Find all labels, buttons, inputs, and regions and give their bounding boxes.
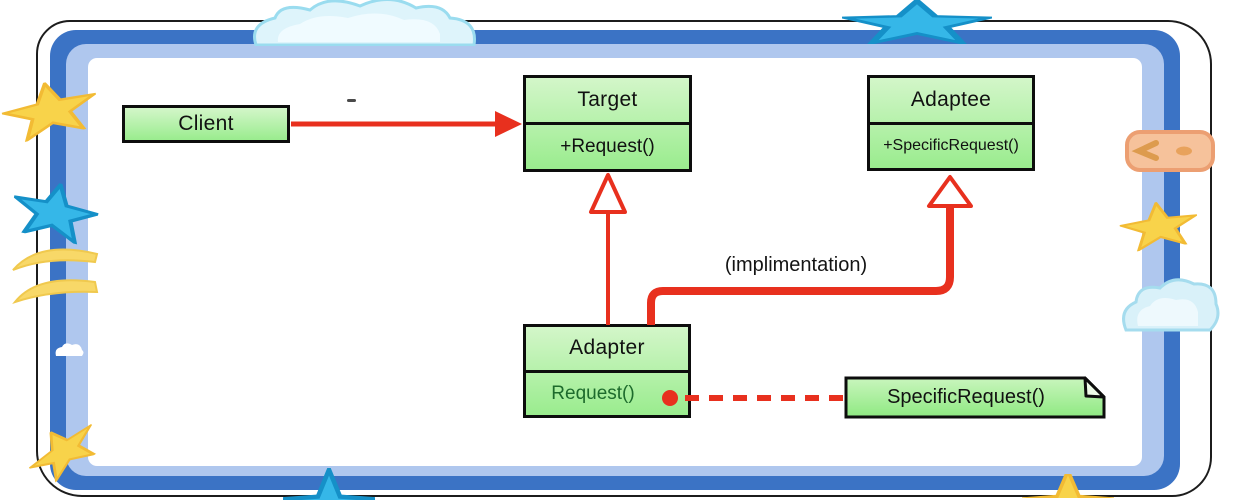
- crescent-icon: [12, 248, 99, 305]
- star-icon: [0, 80, 100, 144]
- dependency-dot-icon: [662, 390, 678, 406]
- cloud-icon: [55, 343, 84, 356]
- star-icon: [10, 180, 103, 247]
- class-client-name: Client: [178, 112, 234, 135]
- generalization-triangle-icon: [589, 173, 627, 214]
- generalization-triangle-icon: [927, 175, 973, 208]
- star-icon: [283, 468, 375, 500]
- adapter-adaptee-elbow-line: [647, 208, 954, 325]
- star-icon: [1117, 200, 1200, 253]
- star-icon: [1022, 474, 1114, 498]
- stray-dash-mark: [347, 99, 356, 102]
- star-icon: [26, 422, 98, 484]
- class-adapter-name: Adapter: [569, 336, 645, 360]
- class-client: Client: [122, 105, 290, 143]
- class-target-method: +Request(): [526, 122, 689, 169]
- class-target-name: Target: [577, 88, 638, 111]
- note-fold-icon: [1083, 376, 1106, 399]
- note-label: SpecificRequest(): [887, 385, 1045, 408]
- cloud-icon: [1122, 278, 1220, 332]
- class-adapter: Adapter Request(): [523, 324, 691, 418]
- star-icon: [842, 0, 992, 44]
- implementation-edge-label: (implimentation): [724, 254, 868, 276]
- note-shape: [844, 376, 1106, 419]
- class-target: Target +Request(): [523, 75, 692, 172]
- class-adaptee-name: Adaptee: [910, 87, 992, 111]
- plank-icon: [1125, 130, 1215, 172]
- class-adaptee-method: +SpecificRequest(): [870, 121, 1032, 169]
- client-target-arrowhead-icon: [495, 111, 522, 137]
- class-adaptee: Adaptee +SpecificRequest(): [867, 75, 1035, 171]
- class-adapter-method: Request(): [526, 369, 688, 416]
- cloud-icon: [253, 0, 476, 46]
